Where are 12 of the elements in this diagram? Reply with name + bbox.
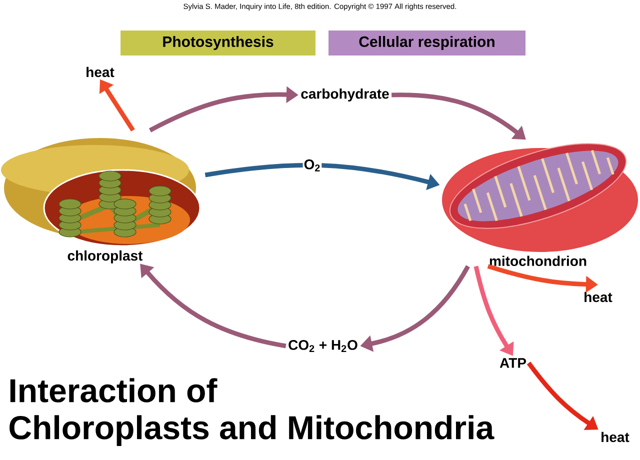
edge-label: O$_{2}$ (302, 158, 322, 172)
header-band: Photosynthesis (120, 30, 316, 56)
title: Interaction of Chloroplasts and Mitochondria (10, 378, 494, 446)
header-band: Cellular respiration (328, 30, 526, 56)
node-label: heat (602, 432, 630, 442)
organelle-label: chloroplast (68, 250, 143, 264)
node-label: carbohydrate (301, 88, 389, 102)
node-label: heat (584, 292, 612, 302)
node-label: CO$_{2}$ + H$_{2}$O (288, 340, 358, 352)
organelle-label: mitochondrion (490, 256, 586, 266)
node-label: heat (86, 66, 114, 78)
node-label: ATP (500, 358, 526, 368)
